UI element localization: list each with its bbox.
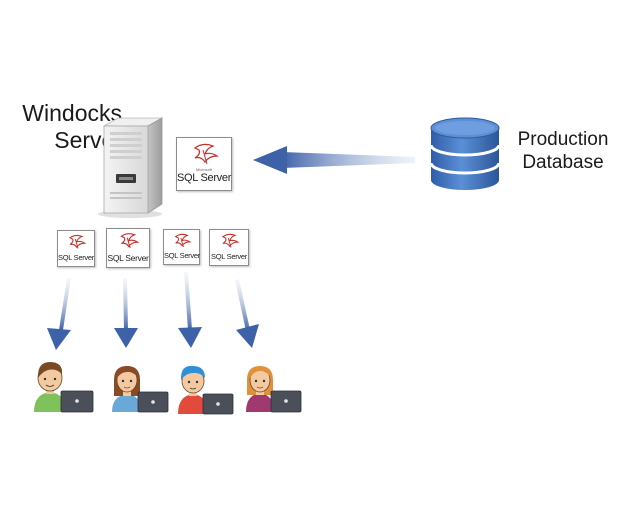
sql-server-icon bbox=[68, 234, 87, 249]
user-woman-icon-2 bbox=[246, 366, 302, 413]
sql-server-logo-clone-2: SQL Server bbox=[106, 228, 150, 268]
arrow-down-4 bbox=[235, 279, 259, 348]
user-man-blue-hair-icon bbox=[178, 365, 234, 415]
sql-logo-label: SQL Server bbox=[211, 252, 247, 261]
server-title-line1: Windocks bbox=[22, 100, 122, 126]
sql-server-icon bbox=[193, 143, 219, 165]
arrow-down-1 bbox=[47, 278, 71, 350]
sql-logo-label: SQL Server bbox=[164, 251, 200, 260]
sql-logo-label: SQL Server bbox=[177, 172, 232, 184]
sql-server-logo-clone-3: SQL Server bbox=[163, 229, 200, 265]
user-man-icon bbox=[34, 362, 94, 413]
database-title-line2: Database bbox=[522, 152, 604, 173]
sql-logo-label: SQL Server bbox=[58, 253, 94, 262]
database-cylinder-icon bbox=[429, 117, 501, 190]
arrow-down-3 bbox=[178, 272, 202, 348]
database-title-line1: Production bbox=[517, 129, 609, 150]
sql-logo-microsoft-text: Microsoft bbox=[195, 167, 213, 172]
sql-server-logo-clone-4: SQL Server bbox=[209, 229, 249, 266]
sql-server-logo-clone-1: SQL Server bbox=[57, 230, 95, 267]
server-tower-icon bbox=[98, 117, 164, 218]
arrow-down-2 bbox=[114, 278, 138, 348]
database-title: Production Database bbox=[503, 128, 623, 174]
arrow-db-to-server bbox=[253, 146, 415, 174]
sql-server-icon bbox=[120, 233, 140, 249]
sql-logo-label: SQL Server bbox=[107, 253, 149, 263]
sql-server-icon bbox=[174, 233, 192, 248]
user-woman-icon bbox=[112, 366, 169, 413]
sql-server-icon bbox=[221, 233, 240, 248]
sql-server-logo-main: Microsoft SQL Server bbox=[176, 137, 232, 191]
